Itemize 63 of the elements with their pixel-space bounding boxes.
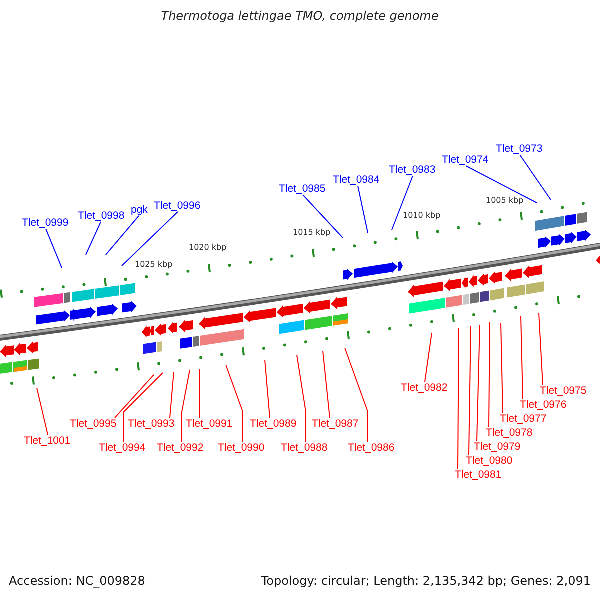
gene-label: Tlet_0999	[22, 217, 69, 229]
gene-label: Tlet_0987	[312, 418, 359, 430]
gene-label: Tlet_0983	[389, 164, 436, 176]
gene-label: Tlet_0977	[500, 413, 547, 425]
gene-label: Tlet_0976	[520, 399, 567, 411]
leader-line	[488, 322, 490, 428]
gene-label: Tlet_0978	[486, 427, 533, 439]
gene-label: Tlet_0979	[474, 441, 521, 453]
leader-line	[86, 222, 102, 256]
leader-line	[182, 370, 190, 442]
leader-line	[500, 322, 504, 414]
diagram-title: Thermotoga lettingae TMO, complete genome	[160, 9, 440, 23]
gene-label: Tlet_0986	[348, 442, 395, 454]
leader-line	[302, 194, 344, 238]
leader-line	[124, 372, 164, 442]
leader-line	[344, 348, 368, 442]
gene-label: Tlet_0993	[128, 418, 175, 430]
leader-line	[226, 364, 244, 442]
gene-label: Tlet_0980	[466, 455, 513, 467]
leader-line	[122, 212, 178, 266]
gene-label: Tlet_0990	[218, 442, 265, 454]
gene-label: Tlet_0996	[154, 200, 201, 212]
leader-line	[170, 372, 174, 418]
gene-label: Tlet_0982	[401, 382, 448, 394]
gene-label: Tlet_0988	[281, 442, 328, 454]
leader-line	[114, 374, 154, 418]
gene-label: Tlet_0984	[333, 174, 380, 186]
gene-label: pgk	[131, 204, 148, 216]
leader-line	[392, 176, 414, 230]
gene-label: Tlet_0974	[442, 154, 489, 166]
leader-line	[458, 328, 460, 470]
leader-line	[36, 388, 48, 436]
leader-line	[538, 312, 544, 386]
leader-line	[520, 316, 524, 400]
scale-label: 1010 kbp	[403, 211, 441, 220]
gene-label: Tlet_0981	[455, 469, 502, 481]
leader-line	[296, 354, 306, 442]
leader-line	[322, 350, 330, 418]
gene-label: Tlet_0995	[70, 418, 117, 430]
leader-line	[476, 324, 480, 442]
gene-label: Tlet_0991	[186, 418, 233, 430]
leader-line	[46, 228, 62, 268]
gene-label: Tlet_1001	[24, 435, 71, 447]
leader-line	[106, 216, 140, 256]
scale-label: 1020 kbp	[189, 243, 227, 252]
gene-label: Tlet_0975	[540, 385, 587, 397]
leader-line	[468, 326, 472, 456]
leader-line	[358, 186, 368, 234]
gene-label: Tlet_0994	[99, 442, 146, 454]
leader-line	[466, 166, 538, 204]
leader-line	[520, 154, 552, 200]
leader-line	[424, 332, 432, 382]
gene-label: Tlet_0998	[78, 210, 125, 222]
gene-label: Tlet_0973	[496, 143, 543, 155]
scale-label: 1015 kbp	[293, 228, 331, 237]
scale-label: 1025 kbp	[135, 260, 173, 269]
gene-label: Tlet_0985	[279, 183, 326, 195]
accession-text: Accession: NC_009828	[9, 574, 146, 588]
scale-label: 1005 kbp	[486, 196, 524, 205]
gene-label: Tlet_0989	[250, 418, 297, 430]
genome-info-text: Topology: circular; Length: 2,135,342 bp; Genes: 2,091	[261, 574, 591, 588]
gene-label: Tlet_0992	[157, 442, 204, 454]
leader-line	[264, 360, 270, 418]
